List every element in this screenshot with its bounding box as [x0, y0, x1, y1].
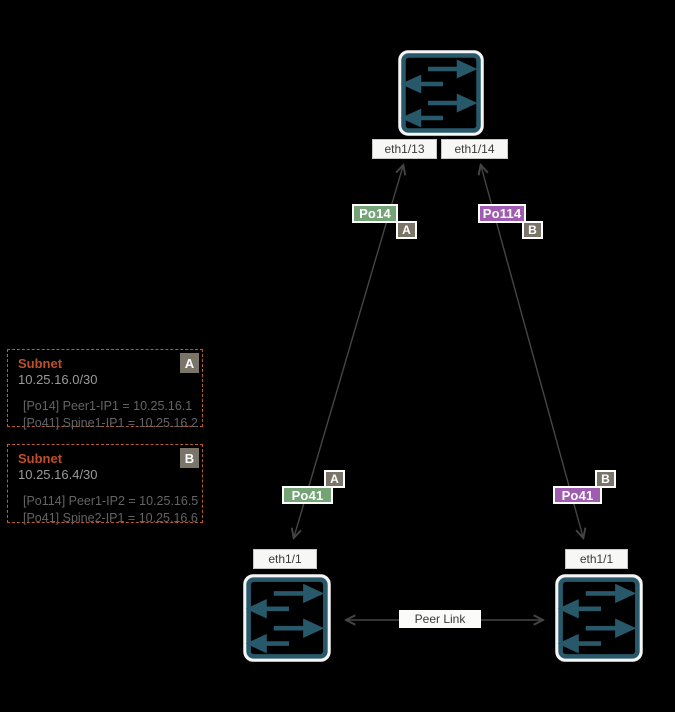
badge-letter: A — [184, 355, 195, 371]
peer1-switch-icon — [242, 574, 332, 662]
peer-link-label: Peer Link — [399, 610, 481, 628]
peer2-port-eth1-1: eth1/1 — [565, 549, 628, 569]
subnet-box-a: A Subnet 10.25.16.0/30 [Po14] Peer1-IP1 … — [7, 349, 203, 430]
port-label-text: eth1/14 — [454, 142, 495, 156]
subnet-entry: [Po114] Peer1-IP2 = 10.25.16.5 — [23, 494, 199, 509]
subnet-badge-a: A — [180, 353, 199, 373]
link-spine-to-peer1 — [294, 166, 403, 537]
po-label-text: Po114 — [482, 206, 522, 221]
subnet-ref-badge-a: A — [396, 221, 417, 239]
spine-port-eth1-14: eth1/14 — [441, 139, 508, 159]
link-spine-to-peer2 — [481, 166, 583, 537]
po-label-text: Po14 — [359, 206, 391, 221]
badge-letter: B — [528, 223, 537, 237]
port-channel-po14: Po14 — [352, 204, 398, 223]
subnet-entry: [Po14] Peer1-IP1 = 10.25.16.1 — [23, 399, 193, 414]
badge-letter: B — [184, 450, 195, 466]
subnet-entry: [Po41] Spine1-IP1 = 10.25.16.2 — [23, 416, 198, 431]
po-label-text: Po41 — [561, 487, 594, 503]
subnet-ref-badge-a2: A — [324, 470, 345, 488]
port-label-text: eth1/1 — [268, 552, 302, 566]
po-label-text: Po41 — [291, 487, 324, 503]
subnet-badge-b: B — [180, 448, 199, 468]
subnet-box-b: B Subnet 10.25.16.4/30 [Po114] Peer1-IP2… — [7, 444, 203, 525]
subnet-ref-badge-b2: B — [595, 470, 616, 488]
subnet-cidr: 10.25.16.0/30 — [18, 372, 98, 388]
spine-port-eth1-13: eth1/13 — [372, 139, 437, 159]
spine-switch-icon — [398, 50, 484, 136]
subnet-title: Subnet — [18, 451, 63, 466]
port-channel-po41-right: Po41 — [553, 486, 602, 504]
peer-link-text: Peer Link — [414, 612, 466, 626]
port-channel-po114: Po114 — [478, 204, 526, 223]
subnet-entry: [Po41] Spine2-IP1 = 10.25.16.6 — [23, 511, 198, 526]
port-label-text: eth1/1 — [579, 552, 614, 566]
subnet-ref-badge-b: B — [522, 221, 543, 239]
subnet-title: Subnet — [18, 356, 63, 371]
subnet-cidr: 10.25.16.4/30 — [18, 467, 98, 483]
badge-letter: B — [601, 472, 610, 486]
port-channel-po41-left: Po41 — [282, 486, 333, 504]
badge-letter: A — [330, 472, 339, 486]
peer2-switch-icon — [555, 574, 643, 662]
badge-letter: A — [402, 223, 411, 237]
port-label-text: eth1/13 — [384, 142, 425, 156]
peer1-port-eth1-1: eth1/1 — [253, 549, 317, 569]
